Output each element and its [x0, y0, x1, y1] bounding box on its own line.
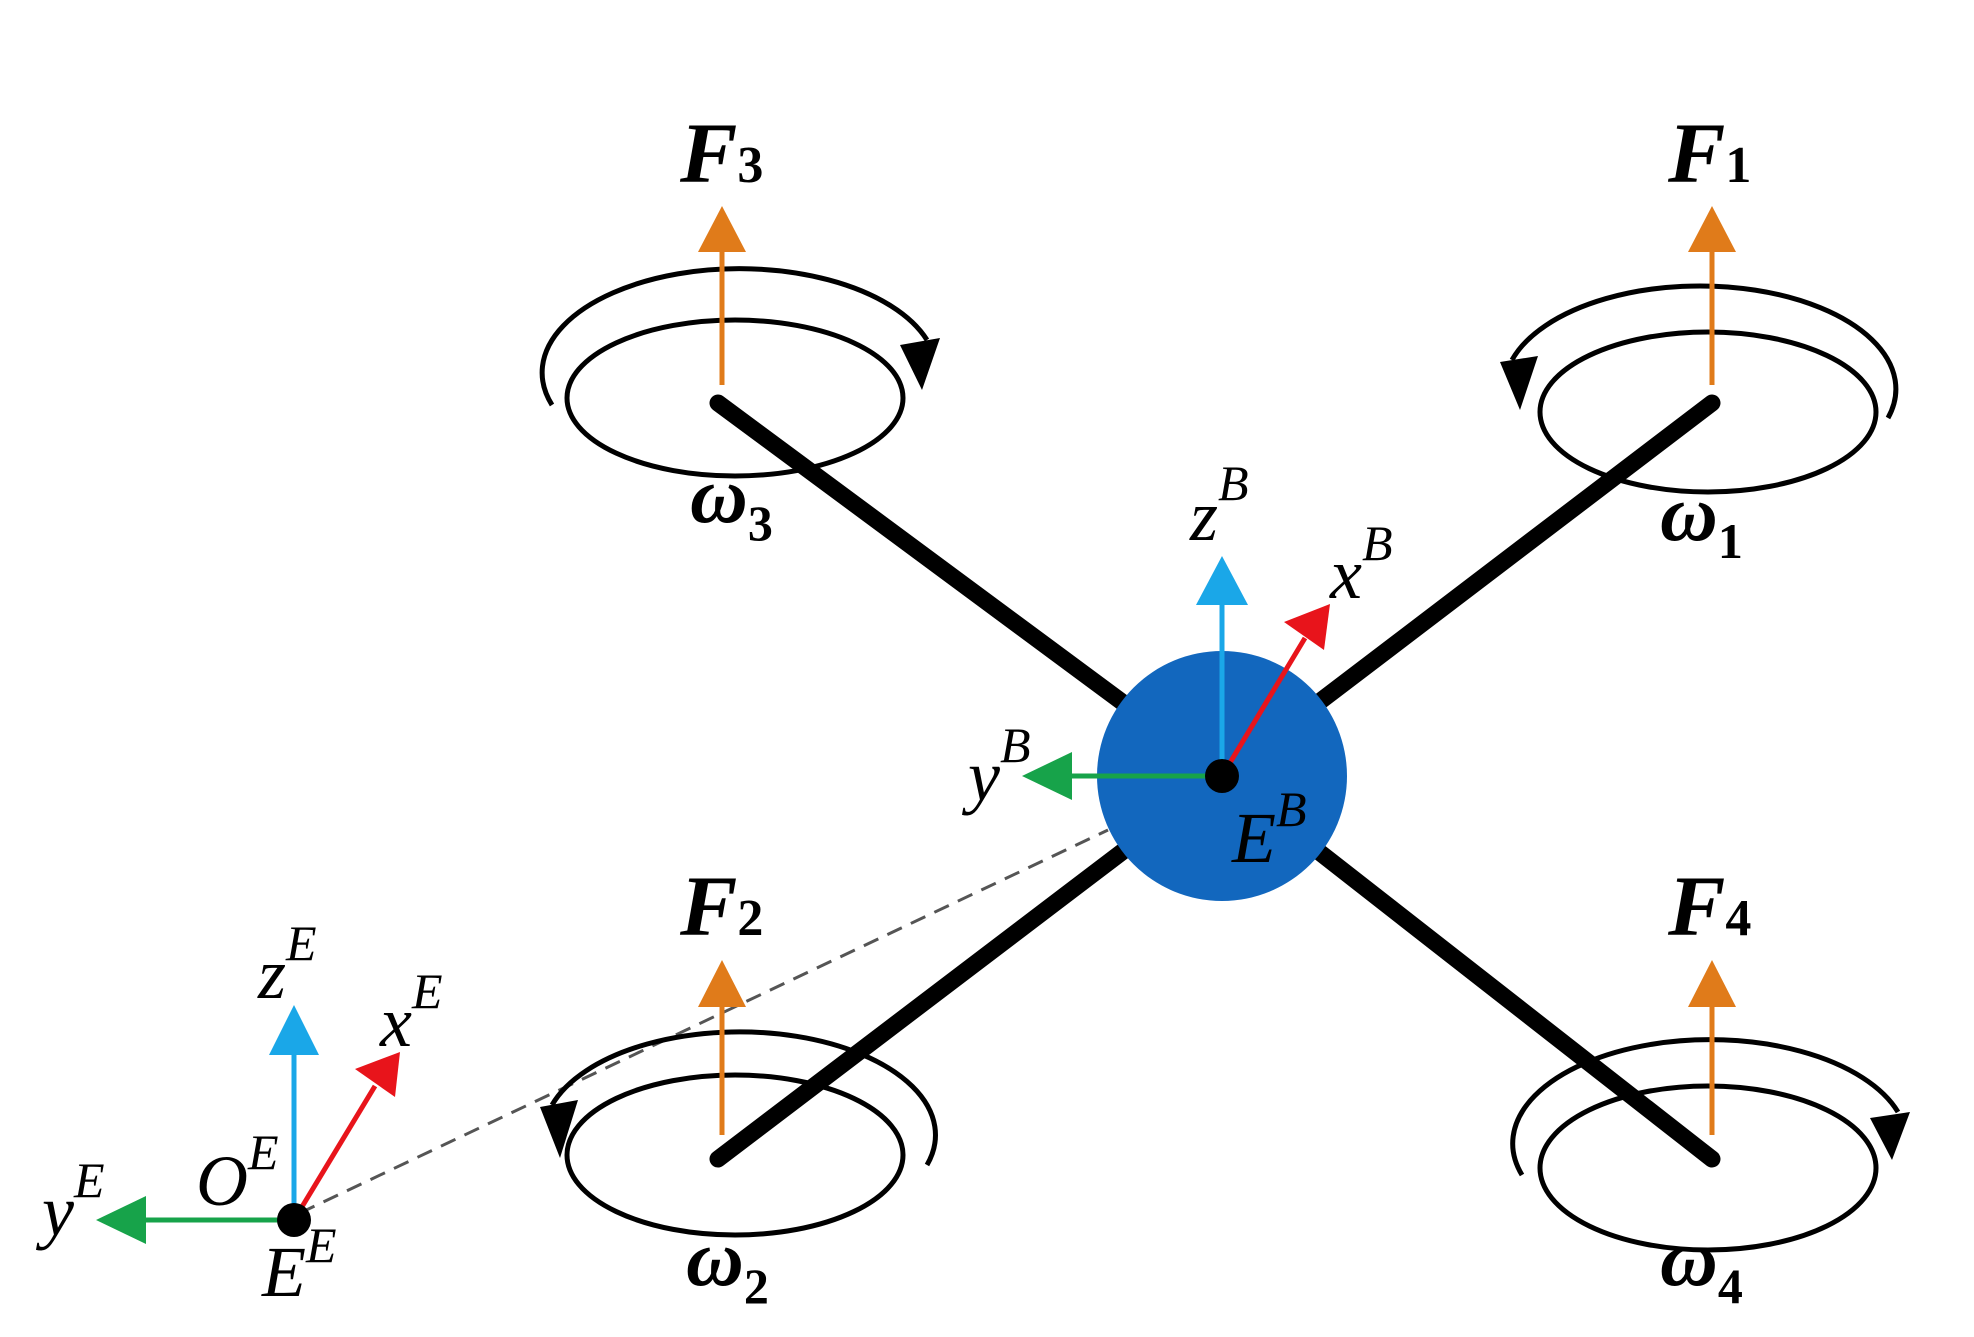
rotor-1-spin-arrow: [1509, 283, 1899, 420]
omega-label-2: ω2: [686, 1215, 769, 1314]
body-origin-label: EB: [1231, 781, 1307, 878]
body-z-label: zB: [1189, 455, 1249, 556]
thrust-arrowhead-4: [1688, 960, 1736, 1007]
omega-label-1: ω1: [1660, 470, 1743, 569]
rotor-3-spin-arrowhead: [900, 338, 940, 390]
omega-label-3: ω3: [690, 452, 773, 551]
earth-x-label: xE: [379, 963, 443, 1062]
earth-y-arrowhead: [96, 1196, 146, 1244]
rotor-4-spin-arrowhead: [1870, 1112, 1910, 1160]
rotor-1-disk: [1537, 329, 1879, 495]
thrust-arrowhead-2: [698, 960, 746, 1007]
rotor-4-spin-arrow: [1510, 1037, 1901, 1177]
body-x-axis: [1219, 636, 1308, 778]
thrust-arrowhead-1: [1688, 206, 1736, 252]
earth-y-label: yE: [35, 1152, 105, 1251]
body-x-label: xB: [1329, 515, 1393, 614]
force-label-1: F1: [1667, 105, 1751, 201]
rotor-2-disk: [564, 1072, 906, 1238]
rotor-1-spin-arrowhead: [1500, 356, 1538, 410]
rotor-3-spin-arrow: [539, 266, 930, 407]
rotor-4: [1510, 1037, 1910, 1253]
thrust-arrows: [698, 206, 1736, 1135]
body-frame-axes: [1022, 556, 1330, 800]
rotor-1: [1500, 283, 1899, 495]
thrust-arrowhead-3: [698, 206, 746, 252]
rotor-2-spin-arrow: [549, 1029, 938, 1167]
earth-x-arrowhead: [355, 1052, 400, 1097]
rotor-2: [540, 1029, 938, 1238]
body-x-arrowhead: [1284, 604, 1330, 650]
force-label-4: F4: [1667, 858, 1751, 954]
body-origin-dot: [1205, 759, 1239, 793]
earth-frame-axes: [96, 1005, 400, 1244]
earth-z-arrowhead: [269, 1005, 319, 1055]
earth-origin-dot: [277, 1203, 311, 1237]
force-label-3: F3: [679, 105, 763, 201]
body-y-label: yB: [961, 717, 1031, 816]
omega-label-4: ω4: [1660, 1215, 1743, 1314]
earth-origin-label: OE: [196, 1124, 279, 1221]
rotor-4-disk: [1537, 1083, 1879, 1253]
earth-x-axis: [291, 1084, 378, 1222]
frame-link-line: [299, 828, 1109, 1215]
rotor-2-spin-arrowhead: [540, 1100, 578, 1158]
body-z-arrowhead: [1196, 556, 1248, 605]
rotor-3-disk: [564, 317, 906, 479]
force-label-2: F2: [679, 858, 763, 954]
earth-point-label: EE: [261, 1217, 337, 1312]
earth-z-label: zE: [257, 915, 317, 1014]
body-y-arrowhead: [1022, 752, 1072, 800]
rotor-3: [539, 266, 940, 479]
